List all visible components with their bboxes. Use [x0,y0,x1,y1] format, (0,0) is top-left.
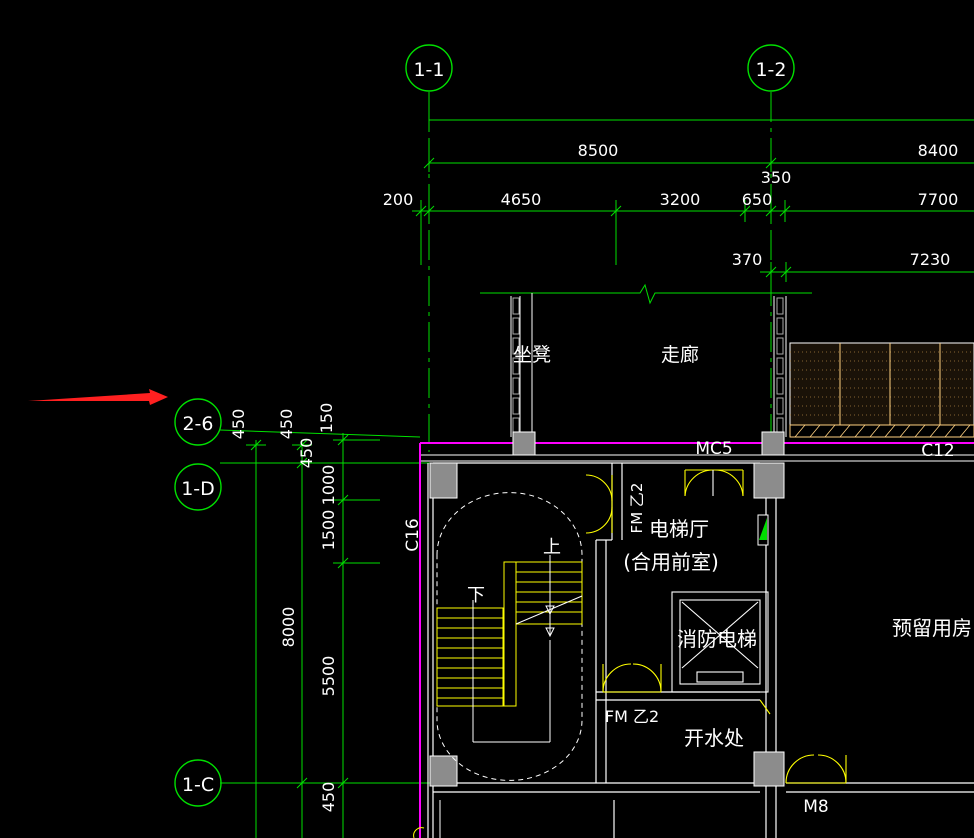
label-water-room: 开水处 [684,726,744,750]
label-up: 上 [543,537,561,558]
dimension-text-top: 8500 8400 350 200 4650 3200 650 7700 370… [383,141,959,269]
dim-200: 200 [383,190,414,209]
label-corridor: 走廊 [661,344,699,366]
grid-bubble-1-2: 1-2 [747,44,795,92]
dimension-text-left: 450 450 150 450 1000 1500 8000 5500 450 [229,403,338,813]
label-m8: M8 [803,797,828,817]
dim-v-450-d: 450 [319,782,338,813]
grid-bubble-2-6: 2-6 [174,398,222,446]
axis-lines [219,92,772,784]
dim-v-1000: 1000 [319,465,338,506]
grid-label-1-d: 1-D [181,478,215,500]
grid-bubble-1-1: 1-1 [405,44,453,92]
dim-v-150: 150 [317,403,336,434]
dim-7230: 7230 [910,250,951,269]
grid-label-1-2: 1-2 [755,59,786,81]
lower-fragments [413,800,441,838]
corridor-area [420,293,974,462]
grid-label-2-6: 2-6 [182,413,213,435]
dim-4650: 4650 [501,190,542,209]
fire-elevator-shaft [671,591,769,693]
dim-7700: 7700 [918,190,959,209]
dim-3200: 3200 [660,190,701,209]
dim-370: 370 [732,250,763,269]
dim-650: 650 [742,190,773,209]
label-c16: C16 [403,518,423,552]
hatched-planter [789,342,974,438]
grid-bubble-1-c: 1-C [174,759,222,807]
dimension-lines-top [412,110,974,305]
columns [429,431,785,787]
dim-v-8000: 8000 [279,607,298,648]
grid-label-1-1: 1-1 [413,59,444,81]
dim-8500: 8500 [578,141,619,160]
label-mc5: MC5 [695,439,732,459]
dim-v-1500: 1500 [319,510,338,551]
dim-v-5500: 5500 [319,656,338,697]
fire-hydrant-icon [757,514,769,546]
label-reserved-room: 预留用房 [892,616,972,640]
label-shared-anteroom: (合用前室) [623,550,719,574]
grid-bubble-1-d: 1-D [174,463,222,511]
doors [585,469,847,784]
label-fm-z2-bottom: FM 乙2 [605,707,659,726]
dim-8400: 8400 [918,141,959,160]
dim-v-450-c: 450 [297,438,316,469]
red-arrow-icon [28,389,168,405]
dim-v-450-a: 450 [229,409,248,440]
label-down: 下 [467,585,485,606]
room-labels: 坐凳 走廊 MC5 C12 C16 FM 乙2 电梯厅 (合用前室) 上 下 消… [403,344,972,817]
label-seat: 坐凳 [513,344,551,366]
label-elevator-hall: 电梯厅 [649,517,709,541]
label-c12: C12 [921,441,955,461]
label-fire-elevator: 消防电梯 [677,627,757,651]
grid-label-1-c: 1-C [182,774,214,796]
dim-v-450-b: 450 [277,409,296,440]
label-fm-z2-top: FM 乙2 [628,483,646,534]
staircase [436,492,583,781]
dimension-lines-left [246,433,380,838]
dim-350: 350 [761,168,792,187]
